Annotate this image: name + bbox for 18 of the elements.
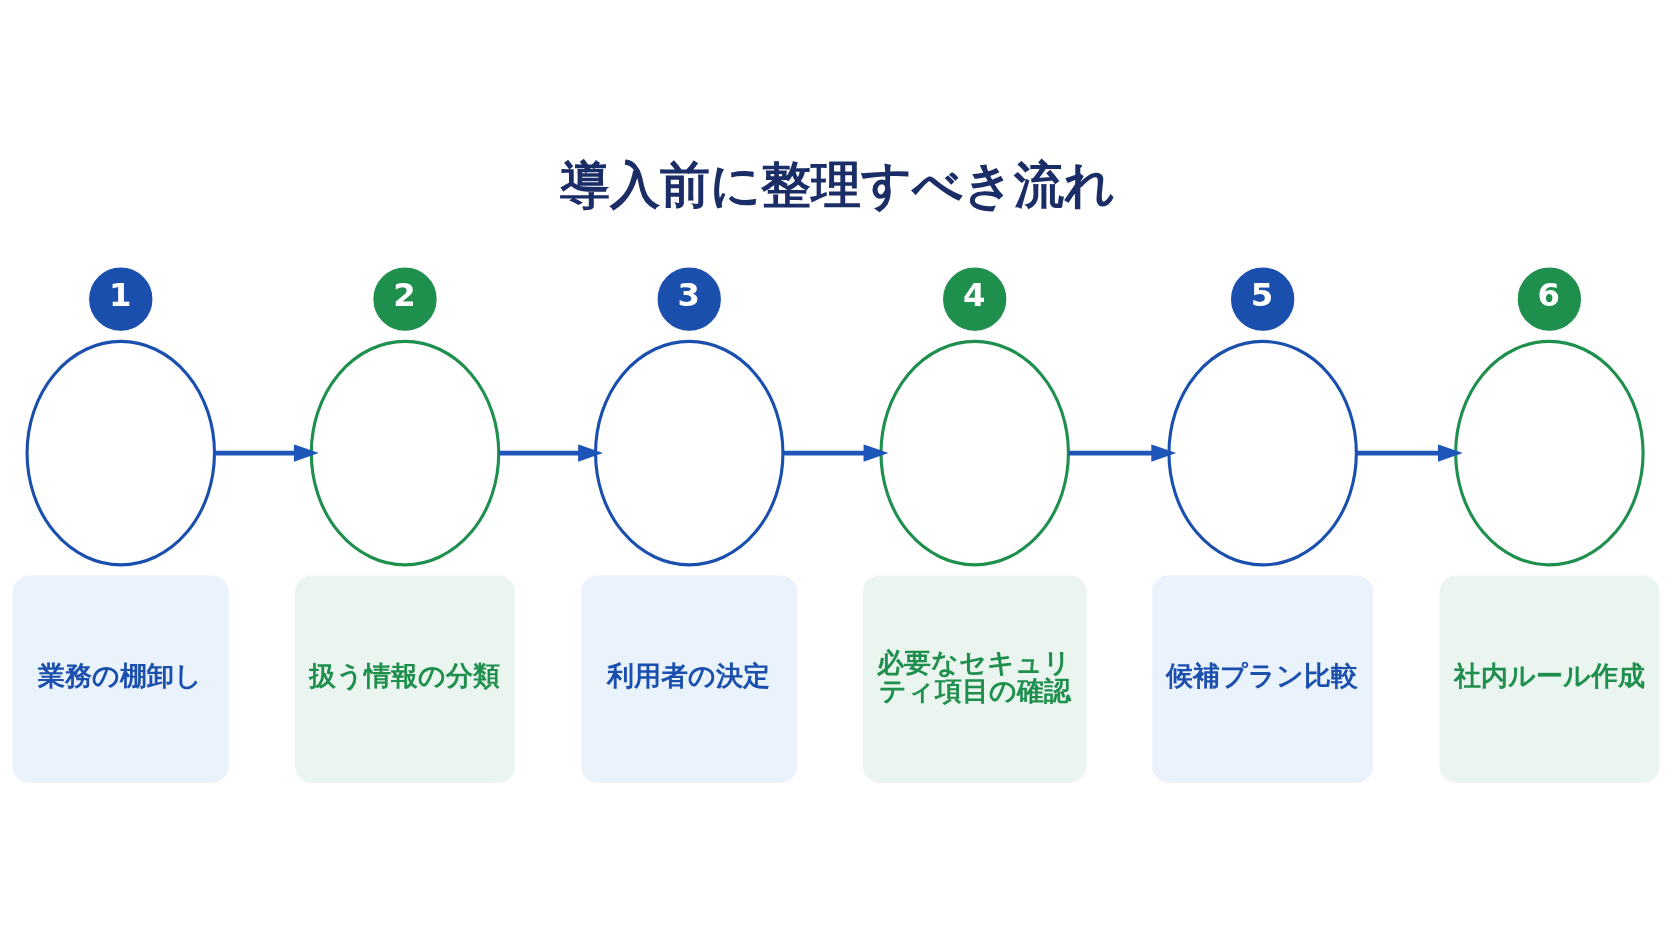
node-circle (1167, 339, 1358, 567)
node-circle (879, 339, 1070, 567)
arrow (498, 444, 603, 462)
node-circle: 4 (943, 267, 1007, 331)
node-circle (593, 339, 785, 567)
node-circle: 3 (657, 267, 721, 331)
node-circle: 2 (373, 267, 437, 331)
arrow (1068, 444, 1177, 462)
node-circle: 5 (1231, 267, 1295, 331)
node-circle (1454, 339, 1645, 567)
node-circle (25, 339, 217, 567)
arrow (783, 444, 889, 462)
diagram-title: 導入前に整理すべき流れ (559, 156, 1115, 215)
arrow (1356, 444, 1463, 462)
arrow (214, 444, 319, 462)
node-circle: 1 (89, 267, 153, 331)
node-circle (309, 339, 501, 567)
node-circle: 6 (1517, 267, 1581, 331)
